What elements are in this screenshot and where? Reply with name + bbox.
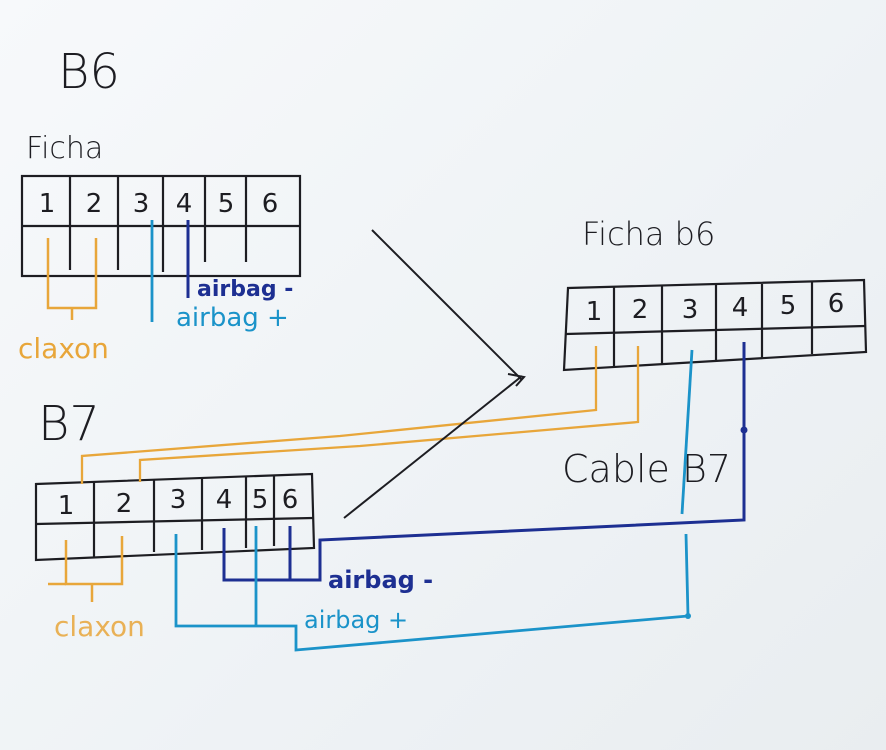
b6-pin-6: 6 [262, 189, 279, 219]
b6-claxon-wires [46, 238, 98, 320]
airbag-minus-junction [740, 426, 748, 434]
ficha-b6-pin-4: 4 [732, 293, 749, 323]
b7-pin-4: 4 [216, 485, 233, 515]
b6-pin-2: 2 [86, 189, 103, 219]
b7-airbag-plus-label: airbag + [304, 606, 408, 634]
b7-connector [34, 472, 316, 562]
pointer-arrows [343, 229, 526, 519]
b7-airbag-plus-wires [174, 349, 694, 652]
b7-pin-2: 2 [116, 489, 133, 519]
b7-airbag-minus-wires [222, 342, 746, 582]
title-b7: B7 [38, 396, 100, 452]
b7-pin-5: 5 [252, 485, 269, 515]
ficha-b6-pin-5: 5 [780, 291, 797, 321]
b6-claxon-label: claxon [18, 332, 109, 365]
b6-pin-1: 1 [39, 189, 56, 219]
title-b6: B6 [58, 44, 120, 100]
b7-pin-1: 1 [58, 491, 75, 521]
ficha-b6-pin-numbers: 1 2 3 4 5 6 [586, 289, 845, 327]
ficha-b6-pin-1: 1 [586, 297, 603, 327]
title-cable-b7: Cable B7 [562, 447, 731, 491]
ficha-b6-pin-2: 2 [632, 295, 649, 325]
b6-airbag-minus-label: airbag - [197, 277, 293, 302]
b7-pin-numbers: 1 2 3 4 5 6 [58, 485, 299, 521]
b7-airbag-minus-label: airbag - [328, 566, 433, 594]
ficha-b6-connector [562, 278, 868, 372]
claxon-cross-wires [80, 346, 640, 484]
title-ficha: Ficha [26, 131, 103, 166]
b6-pin-4: 4 [176, 189, 193, 219]
b6-pin-3: 3 [133, 189, 150, 219]
b7-claxon-label: claxon [54, 610, 145, 643]
ficha-b6-pin-6: 6 [828, 289, 845, 319]
ficha-b6-pin-3: 3 [682, 295, 699, 325]
airbag-plus-junction [685, 613, 691, 619]
b6-connector [20, 174, 302, 278]
b7-pin-6: 6 [282, 485, 299, 515]
b6-pin-numbers: 1 2 3 4 5 6 [39, 189, 279, 219]
b7-claxon-wires [48, 536, 124, 602]
b6-airbag-plus-label: airbag + [176, 303, 289, 333]
title-ficha-b6: Ficha b6 [582, 215, 715, 253]
b7-pin-3: 3 [170, 485, 187, 515]
b6-pin-5: 5 [218, 189, 235, 219]
